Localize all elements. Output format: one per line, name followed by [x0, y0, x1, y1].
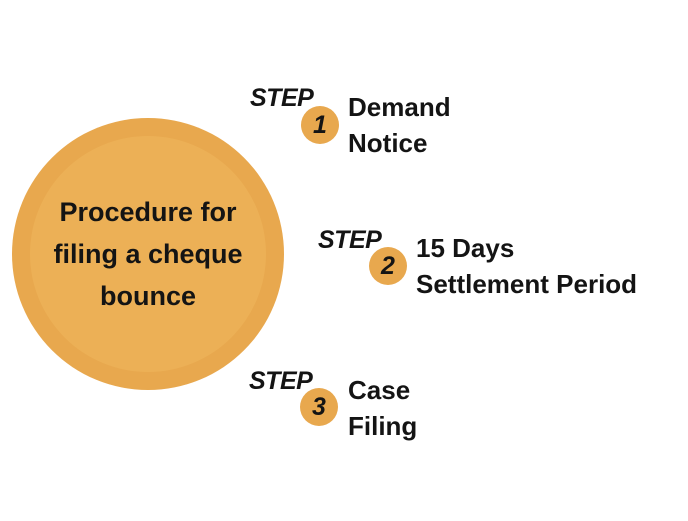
step-1-title-line-1: Demand: [348, 92, 451, 122]
step-3-number-badge: 3: [300, 388, 338, 426]
step-2-number: 2: [381, 251, 395, 280]
step-2-title-line-2: Settlement Period: [416, 269, 638, 299]
step-1-number-badge: 1: [301, 106, 339, 144]
center-title-line-2: filing a cheque: [53, 239, 243, 269]
step-1-label: STEP: [250, 84, 314, 112]
step-2-title-line-1: 15 Days: [416, 233, 515, 263]
step-3-label: STEP: [249, 367, 313, 395]
step-2-title: 15 Days Settlement Period: [416, 230, 637, 302]
step-1-title: Demand Notice: [348, 89, 451, 161]
step-2-number-badge: 2: [369, 247, 407, 285]
center-title: Procedure for filing a cheque bounce: [12, 118, 284, 390]
center-title-line-1: Procedure for: [59, 197, 237, 227]
step-3-title: Case Filing: [348, 372, 417, 444]
step-3-title-line-1: Case: [348, 375, 411, 405]
step-3-number: 3: [312, 392, 326, 421]
step-3-title-line-2: Filing: [348, 411, 418, 441]
center-title-line-3: bounce: [99, 281, 196, 311]
step-1-title-line-2: Notice: [348, 128, 428, 158]
step-1-number: 1: [313, 110, 327, 139]
center-circle: Procedure for filing a cheque bounce: [12, 118, 284, 390]
center-circle-inner: [30, 136, 266, 372]
step-2-label: STEP: [318, 226, 382, 254]
